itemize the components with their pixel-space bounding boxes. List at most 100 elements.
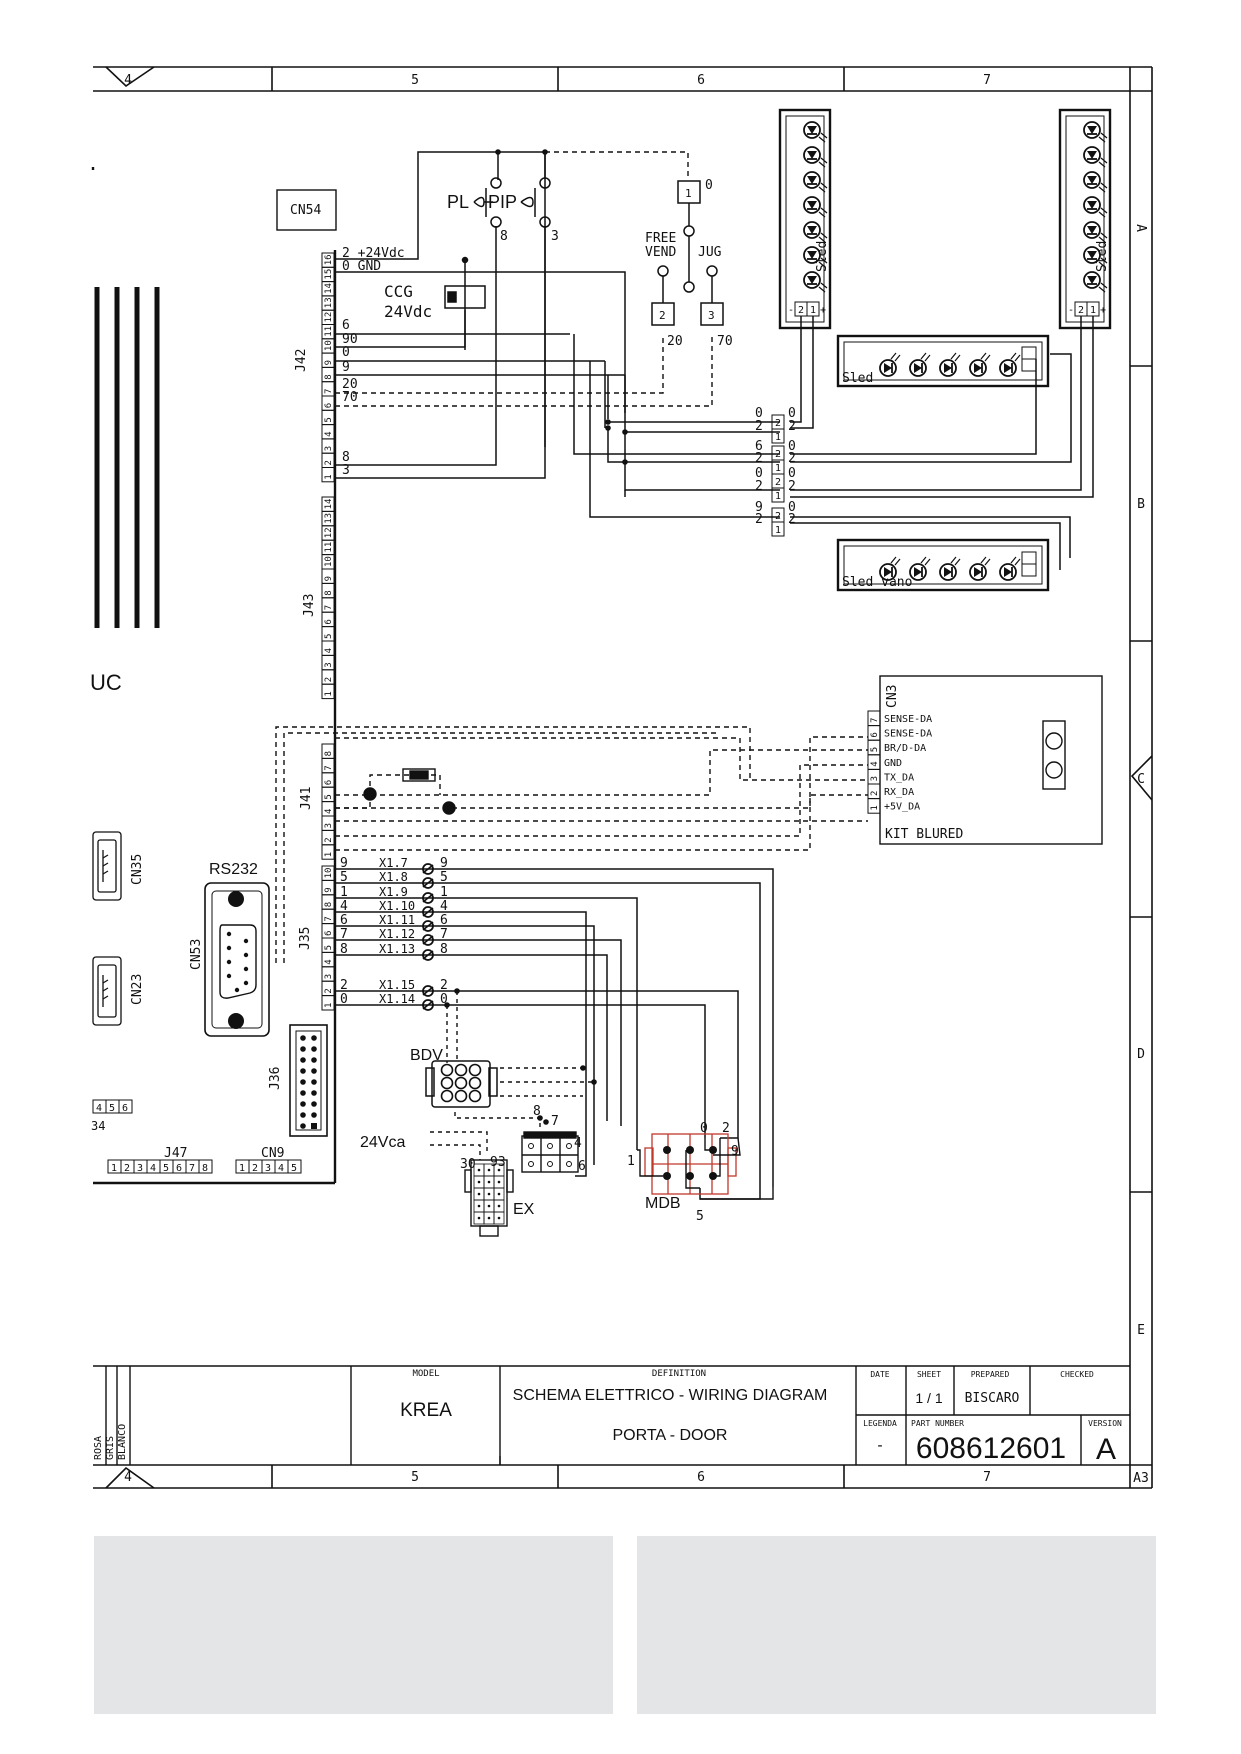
led-icon xyxy=(999,556,1021,581)
j43-pin-number: 14 xyxy=(324,499,334,510)
color-blanco: BLANCO xyxy=(117,1424,128,1460)
zone-top-4: 4 xyxy=(124,73,132,88)
j35-pin-number: 5 xyxy=(324,945,334,950)
blank-panel-right xyxy=(637,1536,1156,1714)
j36-pin xyxy=(300,1046,306,1052)
j42-pin-number: 16 xyxy=(324,254,334,265)
led-icon xyxy=(999,352,1021,377)
ex-plug-pin xyxy=(477,1204,481,1208)
j47-pin-number: 2 xyxy=(124,1163,130,1174)
version-caption: VERSION xyxy=(1088,1419,1122,1428)
j47-pin-box xyxy=(198,1159,213,1174)
j35-screw-slot xyxy=(422,921,434,931)
j36-pin xyxy=(311,1101,317,1107)
j36-pin xyxy=(300,1079,306,1085)
conn-r3-right: 0 xyxy=(788,466,796,481)
j35-wire-right-label: 0 xyxy=(440,992,448,1007)
j47-pin-number: 6 xyxy=(176,1163,182,1174)
conn-r1-right: 0 xyxy=(788,406,796,421)
j35-screw-slot xyxy=(422,878,434,888)
cn3-pin-number: 1 xyxy=(870,805,880,810)
j-extra-label: 34 xyxy=(91,1119,105,1133)
j42-pin-number: 12 xyxy=(324,312,334,323)
inline-connector-pin xyxy=(771,487,785,503)
ex-pin-30: 30 xyxy=(460,1157,476,1172)
cn3-pin-number: 4 xyxy=(870,761,880,766)
inline-connector-labels: 0 2 0 2 6 2 0 2 0 2 0 2 9 2 0 2 xyxy=(755,406,796,527)
switch-num-3: 3 xyxy=(551,229,559,244)
ex-plug-pin xyxy=(497,1192,501,1196)
cn3-pin-number: 5 xyxy=(870,747,880,752)
j35-screw-terminal xyxy=(422,863,434,875)
led-icon xyxy=(879,352,901,377)
mdb-pin-1: 1 xyxy=(627,1154,635,1169)
part-number-caption: PART NUMBER xyxy=(911,1419,964,1428)
conn-r3-left: 0 xyxy=(755,466,763,481)
j36-pin xyxy=(300,1035,306,1041)
date-caption: DATE xyxy=(870,1370,889,1379)
j42-dashed-wiring xyxy=(335,151,713,407)
ex-plug-pin xyxy=(477,1192,481,1196)
j35-wire-right-label: 7 xyxy=(440,927,448,942)
j47-pin-number: 8 xyxy=(202,1163,208,1174)
cn3-signal-1: SENSE-DA xyxy=(884,729,932,740)
wire-label-90: 90 xyxy=(342,332,358,347)
j36-pin xyxy=(311,1112,317,1118)
ex-plug-pin xyxy=(487,1180,491,1184)
svg-text:4: 4 xyxy=(96,1103,102,1114)
ex-plug-pin xyxy=(497,1216,501,1220)
ex-pin xyxy=(566,1143,572,1149)
sheet-value: 1 / 1 xyxy=(915,1390,942,1406)
cn9-pin-number: 1 xyxy=(239,1163,245,1174)
wire-label-9: 9 xyxy=(342,360,350,375)
j35-terminal-label: X1.10 xyxy=(379,899,415,913)
j41-pin-box xyxy=(321,844,335,860)
mdb-pin-5: 5 xyxy=(696,1209,704,1224)
j43-pin-number: 7 xyxy=(324,605,334,610)
j47-pin-number: 5 xyxy=(163,1163,169,1174)
j41-pin-number: 8 xyxy=(324,751,334,756)
j35-pin-number: 9 xyxy=(324,887,334,892)
j35-wire-left-label: 1 xyxy=(340,885,348,900)
definition-line-2: PORTA - DOOR xyxy=(613,1427,728,1444)
j42-pin-number: 11 xyxy=(324,326,334,337)
inline-connector-pin-number: 1 xyxy=(775,525,781,536)
sheet-caption: SHEET xyxy=(917,1370,941,1379)
cn9-label: CN9 xyxy=(261,1146,284,1161)
conn-r2-right: 0 xyxy=(788,439,796,454)
svg-text:5: 5 xyxy=(109,1103,115,1114)
ex-pin xyxy=(547,1143,553,1149)
sled-vano-label: Sled vano xyxy=(842,575,912,590)
version-value: A xyxy=(1096,1433,1116,1466)
cn3-signal-6: +5V_DA xyxy=(884,802,920,813)
j36-label: J36 xyxy=(268,1067,283,1090)
usb-port-cn35 xyxy=(92,831,122,901)
cn3-label: CN3 xyxy=(885,685,900,708)
sled-label-2: Sled xyxy=(1095,241,1110,272)
inline-connector-pin-number: 1 xyxy=(775,463,781,474)
ex-plug-cell xyxy=(493,1211,505,1225)
svg-text:1: 1 xyxy=(810,305,816,316)
j43-pin-number: 3 xyxy=(324,662,334,667)
mdb-pin-2: 2 xyxy=(722,1121,730,1136)
j41-dashed-wiring xyxy=(275,726,868,963)
j35-wire-left-label: 7 xyxy=(340,927,348,942)
prepared-caption: PREPARED xyxy=(971,1370,1010,1379)
ex-pin-6: 6 xyxy=(578,1159,586,1174)
led-icon xyxy=(939,352,961,377)
sheet-size: A3 xyxy=(1133,1471,1149,1486)
cn54-label: CN54 xyxy=(290,203,321,218)
cn3-signal-4: TX_DA xyxy=(884,772,914,783)
j47-label: J47 xyxy=(164,1146,187,1161)
free-vend-jug-switch xyxy=(651,180,724,326)
led-icon xyxy=(939,556,961,581)
j43-label: J43 xyxy=(302,594,317,617)
j35-terminal-label: X1.9 xyxy=(379,885,408,899)
j36-pin xyxy=(300,1090,306,1096)
j41-fuse xyxy=(363,768,456,815)
cn9-pin-number: 3 xyxy=(265,1163,271,1174)
junction-dots xyxy=(495,149,628,465)
prepared-value: BISCARO xyxy=(965,1391,1020,1406)
